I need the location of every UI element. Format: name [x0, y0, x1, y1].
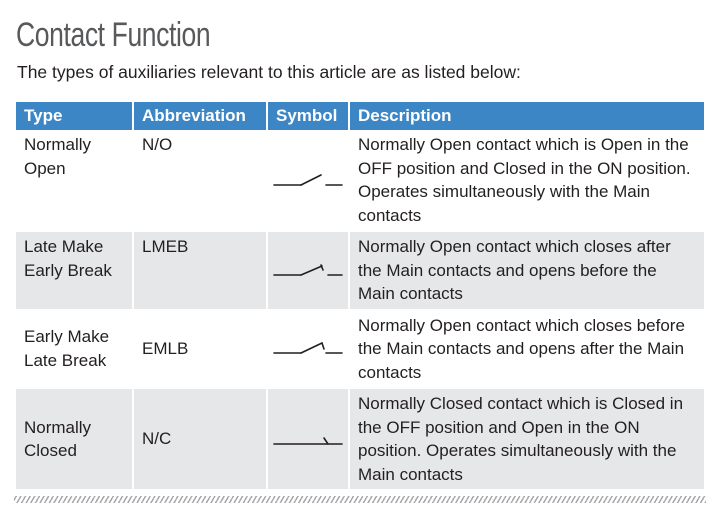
type-label-line-2: Early Break: [24, 260, 112, 280]
description-cell: Normally Open contact which is Open in t…: [358, 135, 691, 225]
table-row: Normally Open N/O Normally Open contact …: [16, 130, 704, 231]
table-row: Normally Closed N/C Normally Closed cont…: [16, 387, 704, 489]
column-header-abbreviation: Abbreviation: [133, 102, 268, 130]
symbol-cell: [267, 230, 350, 310]
type-cell: Late Make Early Break: [16, 230, 134, 310]
page-title: Contact Function: [16, 16, 211, 54]
contact-function-table: Type Abbreviation Symbol Description Nor…: [16, 102, 704, 489]
hatched-divider: [14, 496, 706, 503]
late-make-early-break-contact-symbol-icon: [273, 264, 343, 277]
column-header-type: Type: [16, 102, 134, 130]
description-cell: Normally Open contact which closes befor…: [349, 308, 704, 388]
column-header-symbol: Symbol: [267, 102, 350, 130]
type-label-line-1: Normally: [24, 417, 92, 437]
column-header-description: Description: [349, 102, 704, 130]
page-subtitle: The types of auxiliaries relevant to thi…: [17, 62, 521, 82]
type-label-line-1: Normally: [24, 135, 92, 154]
symbol-cell: [267, 308, 350, 388]
abbreviation-cell: N/O: [133, 130, 268, 231]
type-cell: Normally Open: [16, 130, 134, 231]
normally-closed-contact-symbol-icon: [273, 437, 343, 445]
type-label-line-2: Open: [24, 158, 66, 178]
abbreviation-cell: EMLB: [133, 308, 268, 388]
abbreviation-cell: N/C: [133, 387, 268, 489]
type-cell: Early Make Late Break: [16, 308, 134, 388]
type-label-line-1: Late Make: [24, 237, 104, 256]
type-cell: Normally Closed: [16, 387, 134, 489]
table-row: Early Make Late Break EMLB Normally Open…: [16, 308, 704, 388]
description-cell: Normally Closed contact which is Closed …: [349, 387, 704, 489]
type-label-line-2: Closed: [24, 441, 77, 460]
description-cell: Normally Open contact which closes after…: [349, 230, 704, 310]
table-header-row: Type Abbreviation Symbol Description: [16, 102, 704, 130]
abbreviation-cell: LMEB: [133, 230, 268, 310]
early-make-late-break-contact-symbol-icon: [273, 341, 343, 354]
symbol-cell: [267, 387, 350, 489]
symbol-cell: [267, 130, 350, 231]
type-label-line-2: Late Break: [24, 350, 107, 370]
type-label-line-1: Early Make: [24, 327, 110, 347]
normally-open-contact-symbol-icon: [273, 174, 343, 186]
table-row: Late Make Early Break LMEB Normally Open…: [16, 230, 704, 310]
